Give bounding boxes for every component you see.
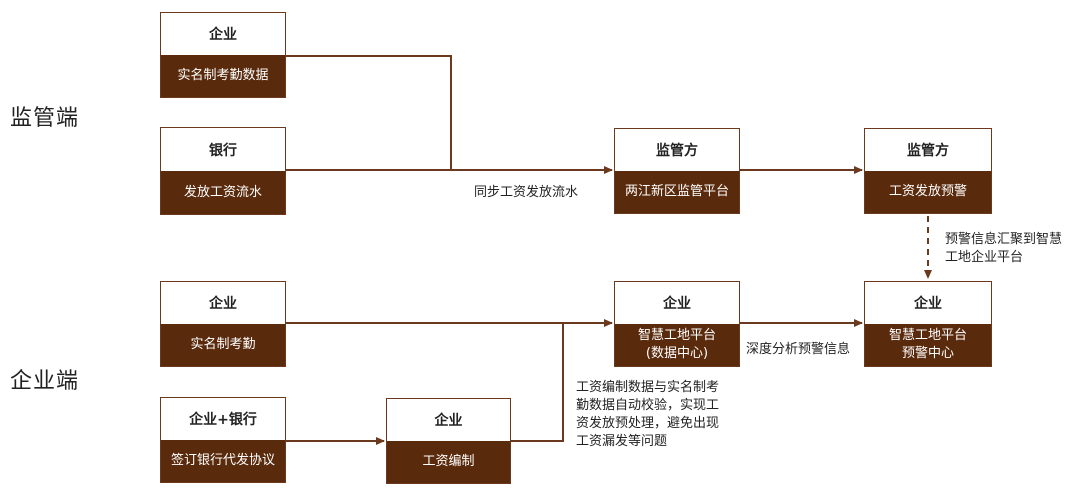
node-subtitle: 实名制考勤 xyxy=(161,324,285,366)
node-payroll-compilation: 企业 工资编制 xyxy=(386,398,511,484)
node-subtitle: 工资发放预警 xyxy=(865,171,991,213)
annotation-sync-payroll-flow: 同步工资发放流水 xyxy=(474,185,579,200)
node-title: 企业 xyxy=(209,296,237,312)
node-subtitle: 智慧工地平台 (数据中心) xyxy=(615,324,739,366)
annotation-payroll-check: 工资编制数据与实名制考 勤数据自动校验，实现工 资发放预处理，避免出现 工资漏发… xyxy=(576,380,720,449)
node-subtitle: 签订银行代发协议 xyxy=(161,440,285,482)
node-subtitle: 发放工资流水 xyxy=(161,171,285,214)
node-regulator-warning: 监管方 工资发放预警 xyxy=(864,128,992,214)
node-subtitle: 两江新区监管平台 xyxy=(615,171,739,213)
node-title: 企业 xyxy=(209,27,237,43)
node-smart-site-warning-center: 企业 智慧工地平台 预警中心 xyxy=(864,281,992,367)
node-regulator-platform: 监管方 两江新区监管平台 xyxy=(614,128,740,214)
annotation-deep-analysis: 深度分析预警信息 xyxy=(746,342,851,357)
node-bank-payroll-flow: 银行 发放工资流水 xyxy=(160,127,286,215)
connector-n7-to-junction xyxy=(511,323,564,442)
node-subtitle: 智慧工地平台 预警中心 xyxy=(865,324,991,366)
enterprise-side-label: 企业端 xyxy=(10,369,80,394)
node-title: 监管方 xyxy=(656,143,698,159)
node-subtitle: 实名制考勤数据 xyxy=(161,55,285,97)
node-title: 企业+银行 xyxy=(189,412,257,428)
connector-n1-to-junction xyxy=(286,55,452,170)
node-subtitle: 工资编制 xyxy=(387,441,510,483)
node-enterprise-attendance-data: 企业 实名制考勤数据 xyxy=(160,12,286,98)
node-title: 企业 xyxy=(434,413,463,429)
annotation-warning-gather: 预警信息汇聚到智慧 工地企业平台 xyxy=(945,232,1063,265)
node-smart-site-data-center: 企业 智慧工地平台 (数据中心) xyxy=(614,281,740,367)
node-title: 企业 xyxy=(663,296,691,312)
regulator-side-label: 监管端 xyxy=(10,106,80,131)
node-title: 银行 xyxy=(209,142,237,159)
node-enterprise-attendance: 企业 实名制考勤 xyxy=(160,281,286,367)
node-title: 企业 xyxy=(914,296,942,312)
node-enterprise-bank-agreement: 企业+银行 签订银行代发协议 xyxy=(160,397,286,483)
node-title: 监管方 xyxy=(907,143,949,159)
